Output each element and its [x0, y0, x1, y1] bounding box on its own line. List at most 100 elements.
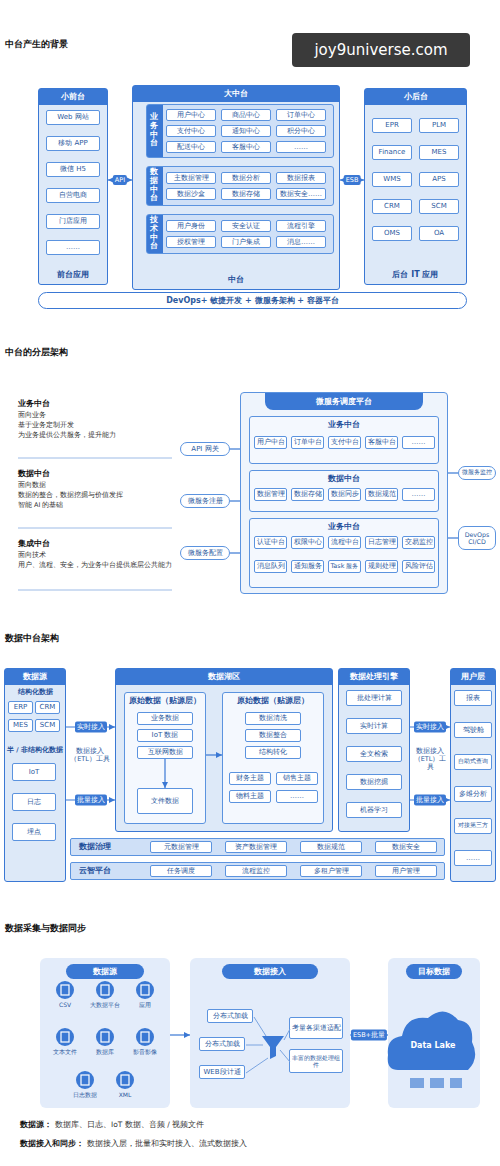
panel-box: 数据湖区原始数据（贴源层）业务数据IoT 数据互联网数据文件数据原始数据（贴源层… — [115, 668, 333, 832]
box-text: …… — [412, 490, 426, 498]
tag-box: 微服务配置 — [180, 546, 230, 560]
item-box: 数据安全 — [375, 841, 437, 853]
item-box: 数据存储 — [291, 488, 324, 501]
item-box: 积分中心 — [276, 125, 326, 137]
box-text: 商品中心 — [232, 111, 260, 119]
deco-rect — [141, 985, 149, 995]
label-text: 数据的整合，数据挖掘与价值发挥 — [18, 491, 178, 500]
item-box: 用户中台 — [254, 436, 287, 449]
box-text: 数据源 — [5, 669, 65, 685]
item-box: 业务数据 — [137, 712, 193, 725]
box-text: 数据存储 — [232, 190, 260, 198]
item-box: Finance — [372, 145, 412, 160]
label-text: 智能 AI 的基础 — [18, 501, 178, 510]
label-text: 数据接入层，批量和实时接入、流式数据接入 — [87, 1139, 247, 1149]
section-heading: 数据中台架构 — [5, 632, 155, 645]
box-text: 数据报表 — [287, 174, 315, 182]
box-text: 报表 — [466, 694, 480, 702]
box-text: 认证中台 — [257, 538, 285, 546]
item-box: 分布式加载 — [199, 1037, 245, 1051]
box-text: 通知中心 — [232, 127, 260, 135]
box-text: 门店应用 — [59, 217, 87, 225]
item-box: 自助式查询 — [454, 754, 492, 770]
box-text: 客服中心 — [232, 143, 260, 151]
box-text: 机器学习 — [360, 806, 388, 814]
deco-path — [410, 1078, 462, 1088]
item-box: 数据挖掘 — [346, 774, 402, 790]
box-text: 多维分析 — [459, 790, 487, 798]
item-box: 文件数据 — [137, 788, 193, 814]
box-text: API 网关 — [191, 445, 218, 453]
item-box: CRM — [372, 199, 412, 214]
label-text: 用户、流程、安全，为业务中台提供底层公共能力 — [18, 561, 178, 570]
item-box: 数据整合 — [245, 729, 301, 742]
connector — [448, 472, 458, 473]
item-box: Web 网站 — [46, 110, 100, 125]
item-box: CRM — [35, 701, 60, 714]
connector — [230, 552, 240, 553]
grp-box: 数据中台主数据管理数据分析数据报表数据沙盒数据存储数据安全…… — [146, 166, 334, 206]
box-text: 考量各渠道适配 — [292, 1024, 341, 1032]
box-text: OMS — [384, 229, 400, 237]
panel4-box: 数据接入分布式加载分布式加载WEB段计通考量各渠道适配丰富的数据处理组件 — [190, 958, 350, 1108]
box-text: 支付中心 — [177, 127, 205, 135]
box-text: APS — [432, 175, 445, 183]
item-box: 批处理计算 — [346, 690, 402, 706]
item-box: 授权管理 — [166, 236, 216, 248]
deco-circle — [96, 1028, 114, 1046]
item-box: 微信 H5 — [46, 162, 100, 177]
box-text: 微服务配置 — [188, 549, 223, 557]
box-text: 自营电商 — [59, 191, 87, 199]
item-box: 丰富的数据处理组件 — [289, 1049, 343, 1073]
label-text: 面向业务 — [18, 411, 178, 420]
box-text: 数据湖区 — [116, 669, 332, 685]
box-text: OA — [434, 229, 444, 237]
item-box: PLM — [419, 118, 459, 133]
box-text: …… — [66, 243, 80, 251]
box-text: 结构转化 — [259, 748, 287, 756]
connector — [230, 448, 240, 449]
item-box: 规则处理 — [365, 560, 398, 573]
box-text: 用户身份 — [177, 222, 205, 230]
deco-path — [18, 458, 172, 590]
connector — [448, 537, 458, 538]
band0-box: DevOps+ 敏捷开发 + 微服务架构 + 容器平台 — [38, 292, 467, 309]
item-box: …… — [454, 850, 492, 866]
item-box: 数据管理 — [254, 488, 287, 501]
box-text: 微服务调度平台 — [265, 393, 423, 410]
deco-path — [246, 1017, 290, 1073]
box-text: 客服中台 — [368, 438, 396, 446]
panel-box: 数据源结构化数据ERPCRMMESSCM半 / 非结构化数据IoT日志埋点 — [4, 668, 66, 882]
item-box: 订单中心 — [276, 109, 326, 121]
item-box: OMS — [372, 226, 412, 241]
box-text: 微服务监控 — [462, 469, 492, 476]
bare-box: 半 / 非结构化数据IoT日志埋点 — [7, 746, 63, 878]
box-text: 多租户管理 — [314, 867, 349, 875]
sub-box: 业务中台认证中台权限中心流程中台日志管理交易监控消息队列通知服务Task 服务规… — [249, 518, 439, 588]
item-box: 通知服务 — [291, 560, 324, 573]
deco-rect — [121, 1075, 129, 1085]
label-text: Data Lake — [398, 1041, 468, 1050]
label-text: 应用 — [123, 1001, 167, 1010]
item-box: 用户身份 — [166, 220, 216, 232]
item-box: 移动 APP — [46, 136, 100, 151]
box-text: 半 / 非结构化数据 — [7, 746, 63, 755]
box-text: 数据规范 — [317, 843, 345, 851]
box-text: 数据处理引擎 — [339, 669, 409, 685]
box-text: ERP — [14, 703, 28, 711]
deco-rect — [101, 985, 109, 995]
item-box: …… — [402, 436, 435, 449]
box-text: 技术中台 — [150, 216, 158, 251]
box-text: 规则处理 — [368, 562, 396, 570]
box-text: 安全认证 — [232, 222, 260, 230]
item-box: 考量各渠道适配 — [289, 1017, 343, 1039]
item-box: 用户管理 — [375, 865, 437, 877]
edge-label: 实时接入 — [414, 722, 446, 733]
box-text: 用户层 — [451, 669, 495, 685]
tag-box: 微服务监控 — [458, 466, 496, 480]
box-text: …… — [466, 854, 480, 862]
box-text: 销售主题 — [283, 774, 311, 782]
box-text: Finance — [379, 148, 406, 156]
box-text: 小前台 — [39, 89, 107, 105]
